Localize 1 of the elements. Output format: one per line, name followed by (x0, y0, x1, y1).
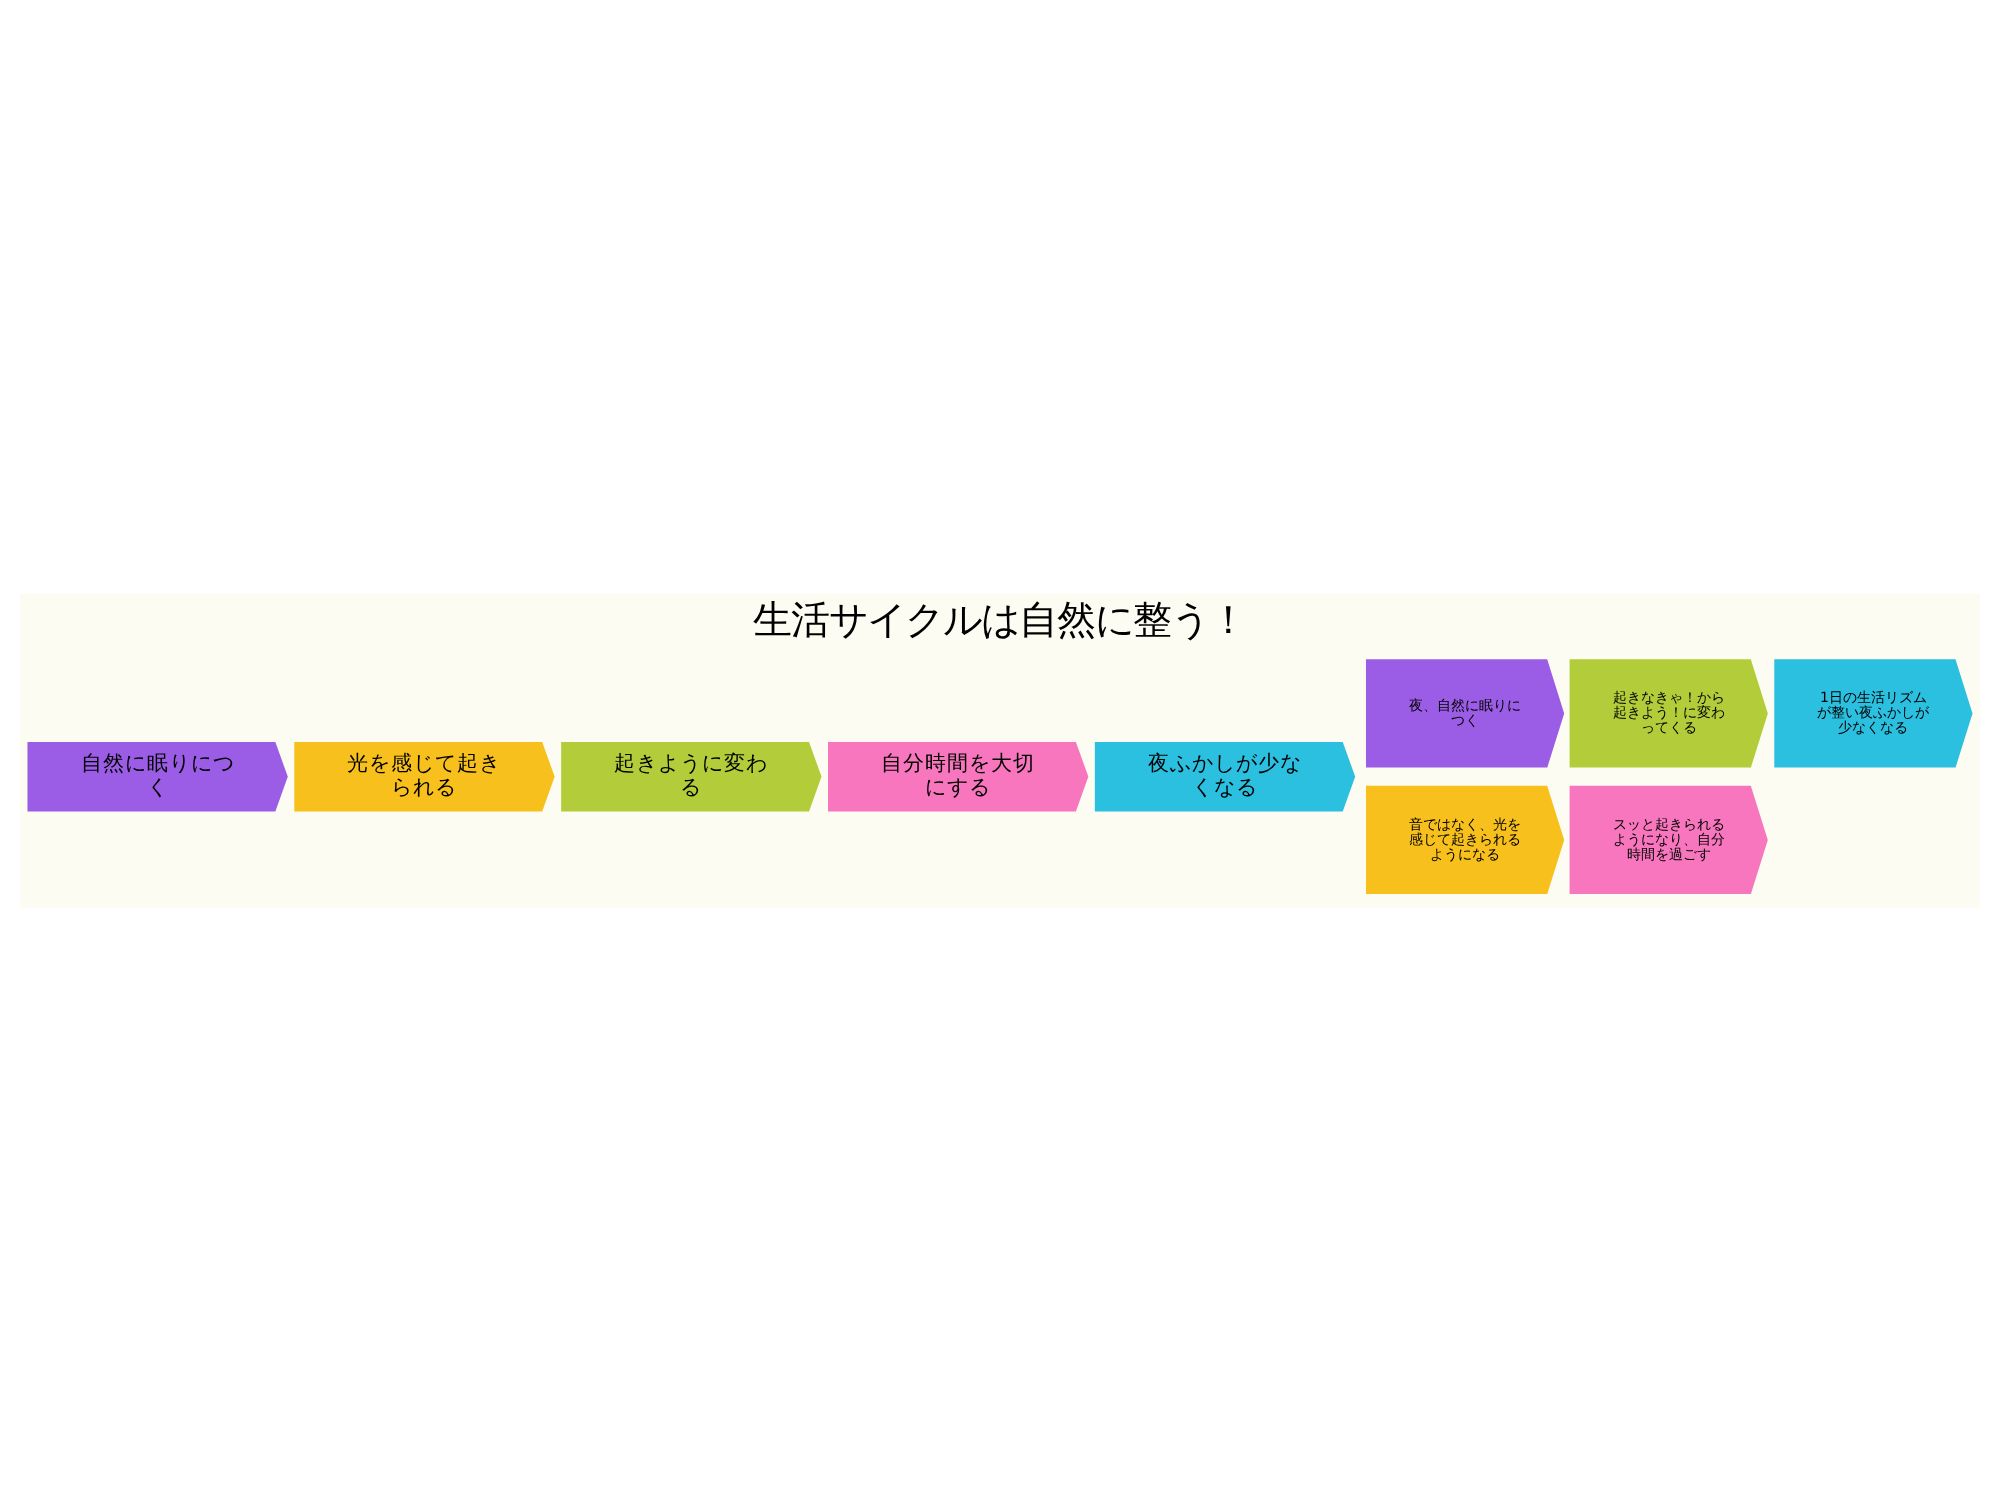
diagram-title: 生活サイクルは自然に整う！ (753, 596, 1247, 643)
